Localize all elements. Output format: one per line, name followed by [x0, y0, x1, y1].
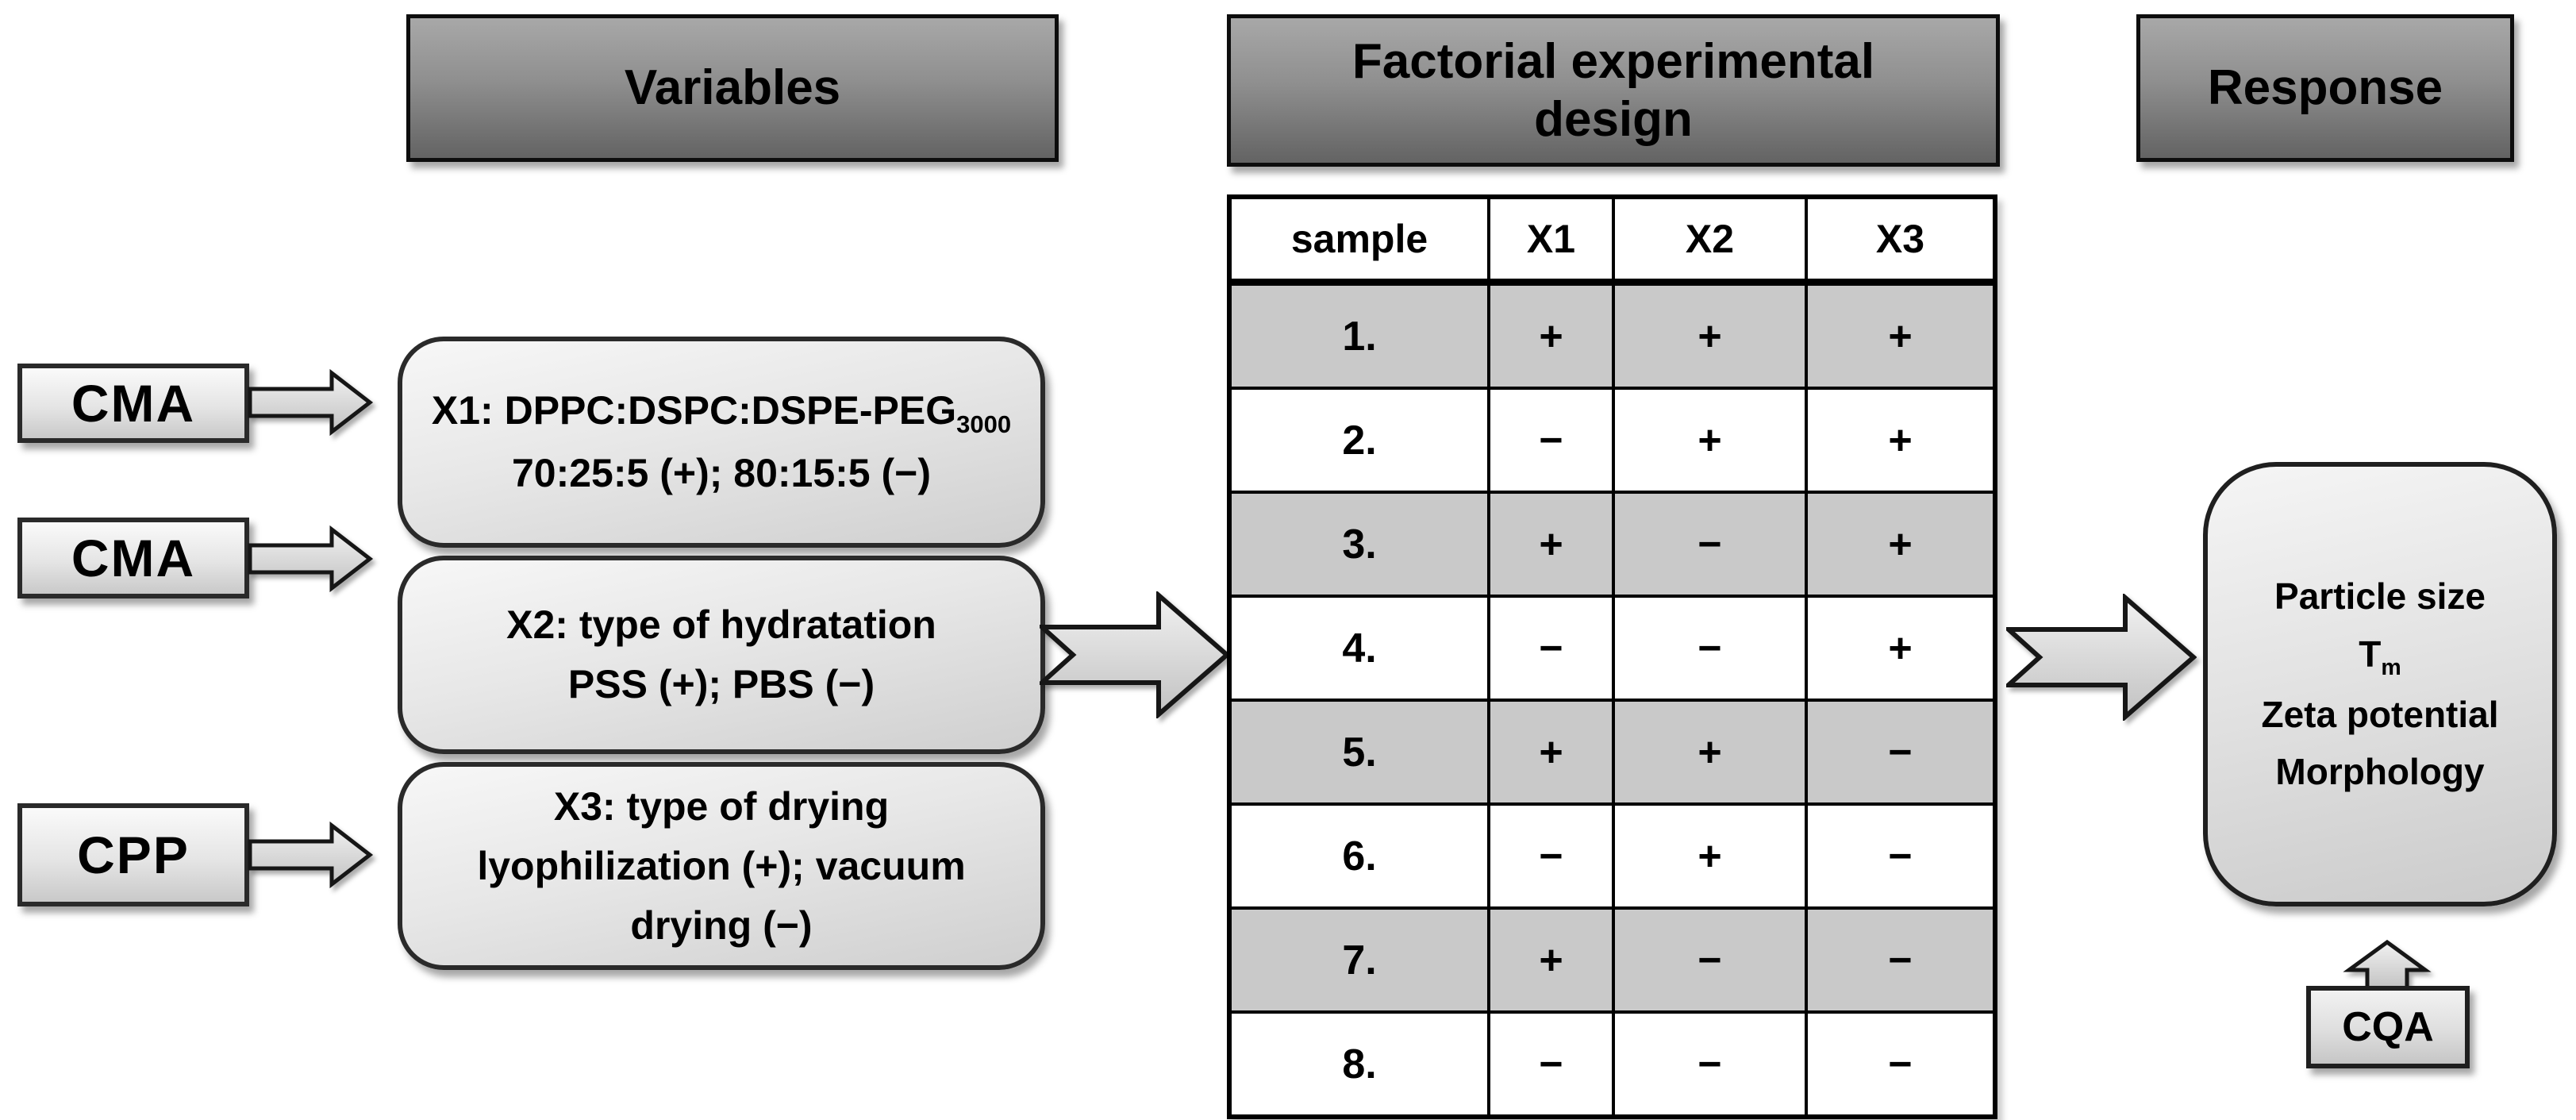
arrow-right-icon	[248, 525, 374, 593]
table-cell-x3: +	[1888, 625, 1913, 672]
response-header-label: Response	[2207, 60, 2443, 116]
table-cell-x1: +	[1490, 494, 1615, 595]
arrow-right-icon	[248, 821, 374, 889]
variable-x3-box: X3: type of drying lyophilization (+); v…	[398, 762, 1045, 970]
table-cell-x1: −	[1490, 598, 1615, 699]
response-line-tm: Tm	[2359, 633, 2401, 680]
variable-x3-line2: lyophilization (+); vacuum	[477, 843, 966, 888]
column-header-sample: sample	[1232, 199, 1490, 279]
cqa-label: CQA	[2342, 1004, 2434, 1050]
chevron-arrow-right-icon	[2006, 594, 2197, 721]
table-cell-x1: −	[1490, 806, 1615, 906]
table-cell-x2: −	[1615, 1014, 1808, 1114]
table-cell-x3: −	[1888, 937, 1913, 983]
response-box: Particle size Tm Zeta potential Morpholo…	[2203, 462, 2557, 906]
table-cell-x1: −	[1490, 1014, 1615, 1114]
table-cell-x2: +	[1615, 806, 1808, 906]
response-line-zeta-potential: Zeta potential	[2261, 693, 2499, 735]
response-line-morphology: Morphology	[2275, 751, 2485, 793]
table-cell-sample: 8.	[1232, 1014, 1490, 1114]
table-cell-sample: 1.	[1232, 286, 1490, 387]
table-cell-x2: −	[1615, 910, 1808, 1010]
table-cell-x3: −	[1888, 729, 1913, 776]
table-cell-x2: −	[1615, 598, 1808, 699]
cpp-box: CPP	[17, 803, 249, 906]
variable-x1-box: X1: DPPC:DSPC:DSPE-PEG3000 70:25:5 (+); …	[398, 337, 1045, 548]
table-cell-sample: 5.	[1232, 702, 1490, 802]
column-header-x1: X1	[1490, 199, 1615, 279]
table-row: 7.+−−	[1232, 906, 1993, 1010]
cma-box-2-label: CMA	[71, 529, 196, 587]
table-row: 1.+++	[1232, 286, 1993, 387]
table-cell-sample: 3.	[1232, 494, 1490, 595]
table-cell-sample: 7.	[1232, 910, 1490, 1010]
table-cell-x3: −	[1888, 833, 1913, 879]
table-cell-sample: 6.	[1232, 806, 1490, 906]
variable-x1-line1: X1: DPPC:DSPC:DSPE-PEG3000	[431, 388, 1012, 439]
cqa-box: CQA	[2306, 986, 2470, 1068]
table-cell-x3: +	[1888, 521, 1913, 568]
variable-x2-box: X2: type of hydratation PSS (+); PBS (−)	[398, 556, 1045, 754]
table-cell-x3: +	[1888, 313, 1913, 360]
arrow-right-icon	[248, 368, 374, 437]
tm-subscript: m	[2381, 654, 2401, 680]
table-row: 8.−−−	[1232, 1010, 1993, 1114]
table-cell-x2: +	[1615, 702, 1808, 802]
table-row: 6.−+−	[1232, 802, 1993, 906]
table-cell-x3: +	[1888, 417, 1913, 464]
cma-box-1: CMA	[17, 364, 249, 443]
chevron-arrow-right-icon	[1040, 591, 1230, 718]
variable-x3-line3: drying (−)	[630, 903, 813, 948]
table-cell-x1: +	[1490, 702, 1615, 802]
arrow-up-icon	[2343, 940, 2432, 989]
table-header-row: sample X1 X2 X3	[1232, 199, 1993, 286]
table-row: 2.−++	[1232, 387, 1993, 491]
table-cell-sample: 2.	[1232, 390, 1490, 491]
table-cell-x1: +	[1490, 910, 1615, 1010]
table-cell-x3: −	[1888, 1041, 1913, 1087]
column-header-x3: X3	[1875, 217, 1925, 261]
variable-x3-line1: X3: type of drying	[553, 783, 890, 829]
table-cell-x2: −	[1615, 494, 1808, 595]
column-header-x2: X2	[1615, 199, 1808, 279]
factorial-design-header-label: Factorial experimental design	[1351, 33, 1875, 147]
response-header: Response	[2136, 14, 2514, 162]
response-line-particle-size: Particle size	[2274, 575, 2486, 617]
table-cell-sample: 4.	[1232, 598, 1490, 699]
table-row: 3.+−+	[1232, 491, 1993, 595]
x1-subscript: 3000	[956, 410, 1012, 439]
cma-box-2: CMA	[17, 518, 249, 598]
table-cell-x2: +	[1615, 286, 1808, 387]
table-cell-x2: +	[1615, 390, 1808, 491]
table-row: 4.−−+	[1232, 595, 1993, 699]
table-cell-x1: −	[1490, 390, 1615, 491]
design-table: sample X1 X2 X3 1.+++2.−++3.+−+4.−−+5.++…	[1227, 194, 1997, 1119]
variable-x2-line1: X2: type of hydratation	[506, 602, 936, 647]
variable-x2-line2: PSS (+); PBS (−)	[567, 662, 875, 706]
variables-header: Variables	[406, 14, 1059, 162]
cma-box-1-label: CMA	[71, 374, 196, 433]
cpp-box-label: CPP	[77, 826, 190, 884]
table-row: 5.++−	[1232, 699, 1993, 802]
factorial-design-header: Factorial experimental design	[1227, 14, 2000, 167]
variables-header-label: Variables	[624, 60, 841, 116]
table-cell-x1: +	[1490, 286, 1615, 387]
variable-x1-line2: 70:25:5 (+); 80:15:5 (−)	[511, 450, 931, 495]
